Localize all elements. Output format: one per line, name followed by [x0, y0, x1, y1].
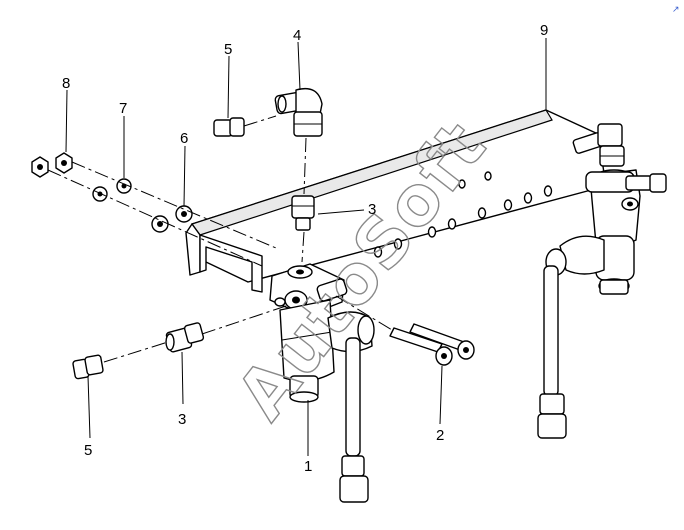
callout-8: 8 [62, 75, 70, 92]
callout-4: 4 [293, 27, 301, 44]
callout-2: 2 [436, 427, 444, 444]
bracket-holes [373, 171, 553, 258]
mounting-bracket [185, 109, 607, 293]
lock-washer-item-7 [92, 178, 132, 202]
callout-3-lower: 3 [178, 411, 186, 428]
nut-item-8-left [31, 156, 49, 178]
bolts [389, 323, 475, 366]
corner-mark: ↗ [672, 5, 680, 15]
assembly-center-lines [47, 115, 393, 363]
elbow-fitting [274, 87, 323, 137]
right-valve-assembly [537, 123, 667, 439]
callout-numbers: 1 2 3 3 4 5 5 6 7 8 9 [62, 22, 548, 475]
callout-7: 7 [119, 100, 127, 117]
plug-upper [213, 117, 245, 137]
adapter-upper [291, 195, 315, 231]
callout-5-upper: 5 [224, 41, 232, 58]
bolt-lower [389, 327, 453, 366]
main-valve [269, 263, 375, 503]
callout-6: 6 [180, 130, 188, 147]
callout-3-upper: 3 [368, 201, 376, 218]
adapter-lower [165, 322, 205, 353]
callout-1: 1 [304, 458, 312, 475]
callout-5-lower: 5 [84, 442, 92, 459]
bolt-upper [409, 323, 475, 360]
nut-item-8-right [55, 152, 73, 174]
callout-9: 9 [540, 22, 548, 39]
plug-lower [72, 354, 104, 380]
callout-leaders [65, 38, 547, 456]
